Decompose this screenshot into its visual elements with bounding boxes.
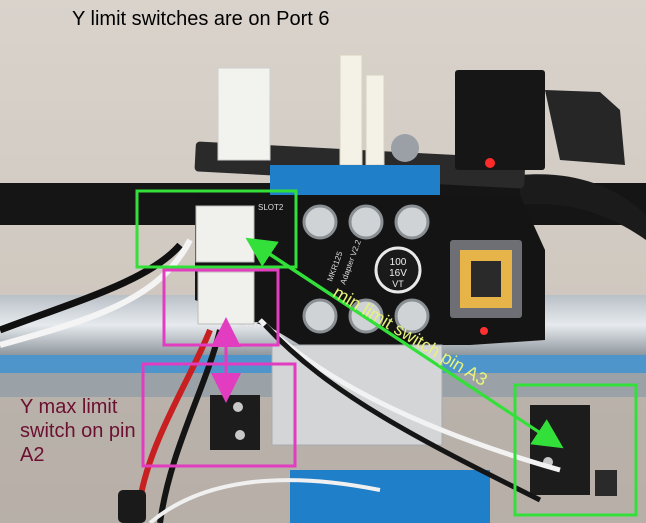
- black-cable-bundle: [545, 90, 625, 165]
- nylon-screw-2: [365, 74, 385, 166]
- connector-slot2: [195, 205, 255, 263]
- left-switch-screw-2: [235, 430, 245, 440]
- black-cable-3: [263, 323, 542, 503]
- mount-hole-2: [348, 204, 384, 240]
- nylon-screw-1: [339, 54, 363, 166]
- white-cable-3: [148, 478, 381, 523]
- white-bracket: [217, 67, 271, 161]
- metal-screw-head: [391, 134, 419, 162]
- annotation-title: Y limit switches are on Port 6: [72, 8, 330, 30]
- magenta-box-ymax-switch: [141, 362, 297, 468]
- cable-plug: [118, 490, 146, 523]
- mount-hole-1: [302, 204, 338, 240]
- switch-lever: [595, 470, 617, 496]
- annotation-y-max: Y max limit switch on pin A2: [20, 396, 136, 466]
- white-cable: [0, 238, 193, 348]
- black-cable: [0, 242, 183, 334]
- cap-code-text: VT: [392, 279, 404, 289]
- red-led-top: [485, 158, 495, 168]
- green-arrow-to-slot2: [245, 237, 552, 442]
- mount-hole-4: [302, 298, 338, 334]
- black-module: [455, 70, 545, 170]
- sensor-core: [471, 261, 501, 297]
- cap-value-text: 100: [390, 257, 407, 268]
- black-cable-2: [157, 329, 223, 523]
- green-box-slot2: [135, 189, 298, 269]
- slot2-label: SLOT2: [258, 203, 284, 212]
- blue-bracket-lower: [290, 470, 490, 523]
- cap-voltage-text: 16V: [389, 268, 407, 279]
- right-limit-switch: [530, 405, 590, 495]
- mount-hole-3: [394, 204, 430, 240]
- red-cable: [137, 328, 213, 501]
- capacitor: [374, 246, 422, 294]
- green-box-ymin-switch: [513, 383, 638, 517]
- red-led-board: [480, 327, 488, 335]
- connector-slot1: [197, 271, 255, 325]
- silver-housing: [271, 344, 443, 446]
- blue-bracket: [270, 165, 440, 200]
- slot1-label: SLOT1: [238, 321, 264, 330]
- belt-curve: [520, 174, 646, 240]
- mount-hole-6: [394, 298, 430, 334]
- left-switch-screw-1: [233, 402, 243, 412]
